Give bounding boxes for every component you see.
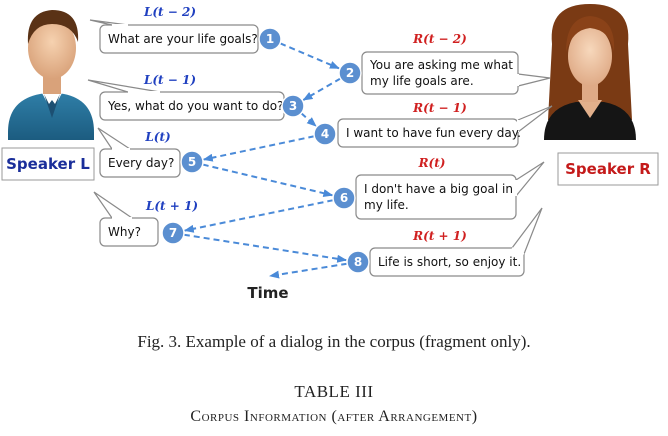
utterance-8: Life is short, so enjoy it. R(t + 1) 8 [346,207,543,277]
speech-bubble-tail [517,105,553,133]
speech-bubble-tail [97,127,131,150]
speech-bubble-tail [511,207,543,255]
utterance-text: What are your life goals? [108,32,258,46]
step-node [346,250,370,274]
speaker-l-avatar [8,10,94,140]
utterance-text: my life goals are. [370,74,474,88]
step-node [180,150,204,174]
step-node [332,186,356,210]
dialog-arrow-5 [202,163,334,198]
turn-label: L(t) [144,130,170,144]
speaker-l-box [1,147,95,181]
step-number: 2 [346,66,354,80]
speech-bubble [337,118,519,148]
utterance-text: Life is short, so enjoy it. [378,255,521,269]
dialog-figure: Speaker L Speaker R What are your life g… [1,4,659,302]
time-label: Time [247,284,288,302]
utterance-text: I don't have a big goal in [364,182,513,196]
speech-bubble-tail [515,161,545,197]
step-node [281,94,305,118]
speech-bubble-tail [517,73,551,87]
utterance-text: You are asking me what [369,58,513,72]
speech-bubble [99,148,181,178]
turn-label: R(t − 2) [412,32,467,46]
table-title: TABLE III [294,382,374,401]
turn-label: L(t + 1) [145,199,198,213]
tail-seam [511,247,525,255]
utterance-2: You are asking me what my life goals are.… [338,32,551,95]
speech-bubble [355,174,517,220]
utterance-6: I don't have a big goal in my life. R(t) 6 [332,156,545,220]
speech-bubble-tail [93,191,133,219]
turn-label: R(t) [418,156,446,170]
speaker-r-label: Speaker R [565,160,651,178]
utterance-text: I want to have fun every day. [346,126,521,140]
utterance-5: Every day? L(t) 5 [97,127,204,178]
dialog-arrow-6 [183,199,334,233]
speech-bubble-tail [87,79,161,93]
turn-label: R(t − 1) [412,101,467,115]
speaker-r-box [557,152,659,186]
step-number: 6 [340,191,348,205]
time-arrow [269,262,348,279]
step-number: 8 [354,255,362,269]
turn-label: R(t + 1) [412,229,467,243]
speech-bubble [369,247,525,277]
speech-bubble [99,24,259,54]
step-number: 1 [266,32,274,46]
utterance-4: I want to have fun every day. R(t − 1) 4 [313,101,553,148]
step-node [338,61,362,85]
step-number: 7 [169,226,177,240]
dialog-arrow-4 [202,135,315,162]
utterance-text: Yes, what do you want to do? [107,99,283,113]
utterance-text: Every day? [108,156,174,170]
figure-caption: Fig. 3. Example of a dialog in the corpu… [137,332,531,351]
turn-label: L(t − 2) [143,5,196,19]
step-node [258,27,282,51]
dialog-arrow-3 [300,112,317,127]
speaker-r-avatar [544,4,636,140]
table-subtitle: Corpus Information (after Arrangement) [190,408,478,425]
step-number: 5 [188,155,196,169]
speaker-l-label: Speaker L [6,155,90,173]
step-number: 4 [321,127,329,141]
speech-bubble-tail [89,19,129,26]
dialog-arrow-7 [183,233,348,263]
step-node [313,122,337,146]
utterance-3: Yes, what do you want to do? L(t − 1) 3 [87,73,305,121]
dialog-arrow-2 [302,77,341,101]
utterance-1: What are your life goals? L(t − 2) 1 [89,5,282,54]
utterance-text: my life. [364,198,409,212]
step-node [161,221,185,245]
step-number: 3 [289,99,297,113]
turn-label: L(t − 1) [143,73,196,87]
utterance-text: Why? [108,225,141,239]
dialog-arrow-1 [279,42,340,70]
utterance-7: Why? L(t + 1) 7 [93,191,198,247]
speech-bubble [361,51,519,95]
